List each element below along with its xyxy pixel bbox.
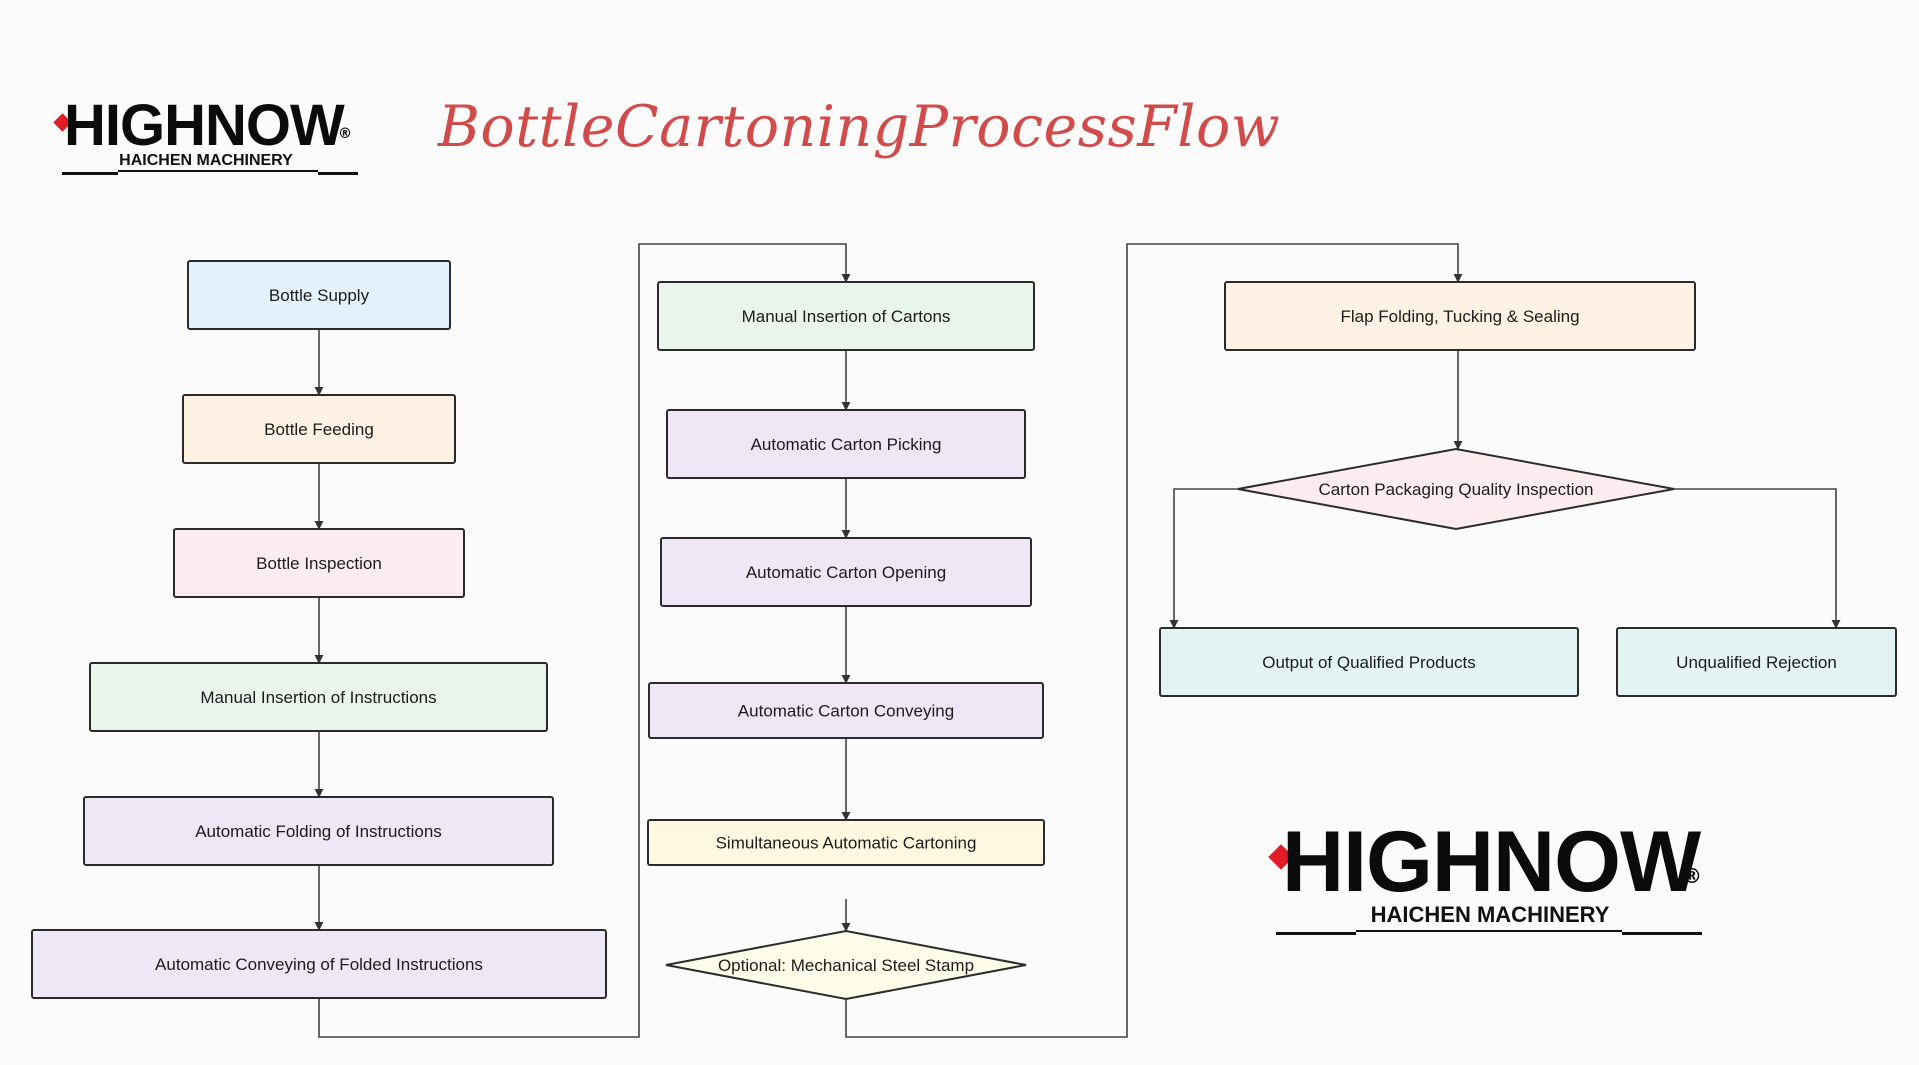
node-output-qualified: Output of Qualified Products [1159,627,1579,697]
connector-arrow-quality-inspection-to-unqualified-rejection [1674,488,1841,629]
registered-mark: ® [338,126,352,142]
node-flap-folding: Flap Folding, Tucking & Sealing [1224,281,1696,351]
logo-subtitle: HAICHEN MACHINERY [1370,902,1610,927]
process-box [173,528,465,598]
node-label: Simultaneous Automatic Cartoning [716,834,977,853]
process-box [666,409,1026,479]
node-label: Automatic Folding of Instructions [195,822,442,841]
node-quality-inspection: Carton Packaging Quality Inspection [1237,447,1675,531]
process-box [647,819,1045,866]
connector-arrow-optional-steel-stamp-to-flap-folding [845,243,1463,1038]
node-label: Optional: Mechanical Steel Stamp [718,956,974,975]
node-label: Manual Insertion of Cartons [742,307,951,326]
registered-mark: ® [1682,864,1702,888]
process-box [1159,627,1579,697]
node-manual-insertion-instructions: Manual Insertion of Instructions [89,662,548,732]
logo-subtitle: HAICHEN MACHINERY [119,152,293,169]
node-label: Output of Qualified Products [1262,653,1476,672]
decision-diamond [1237,447,1675,531]
logo-rule [118,170,318,172]
logo-rule [1622,932,1702,935]
process-box [182,394,456,464]
connector-arrow-quality-inspection-to-output-qualified [1169,488,1238,629]
process-box [1616,627,1897,697]
node-optional-steel-stamp: Optional: Mechanical Steel Stamp [665,929,1027,1001]
logo-rule [318,172,358,175]
node-manual-insertion-cartons: Manual Insertion of Cartons [657,281,1035,351]
connector-arrow-automatic-conveying-folded-to-manual-insertion-cartons [318,243,851,1038]
node-label: Unqualified Rejection [1676,653,1837,672]
node-label: Manual Insertion of Instructions [200,688,436,707]
node-label: Flap Folding, Tucking & Sealing [1340,307,1579,326]
node-label: Automatic Carton Picking [751,435,942,454]
process-box [660,537,1032,607]
logo-rule [1356,930,1622,932]
node-label: Automatic Carton Opening [746,563,946,582]
node-label: Bottle Supply [269,286,370,305]
node-unqualified-rejection: Unqualified Rejection [1616,627,1897,697]
node-label: Carton Packaging Quality Inspection [1319,480,1594,499]
process-box [83,796,554,866]
process-box [89,662,548,732]
process-box [657,281,1035,351]
node-bottle-feeding: Bottle Feeding [182,394,456,464]
highnow-logo-top: HIGHNOW ® HAICHEN MACHINERY [53,96,358,182]
process-box [31,929,607,999]
node-bottle-inspection: Bottle Inspection [173,528,465,598]
logo-rule [1276,932,1356,935]
node-label: Bottle Feeding [264,420,374,439]
process-box [1224,281,1696,351]
node-automatic-carton-opening: Automatic Carton Opening [660,537,1032,607]
node-bottle-supply: Bottle Supply [187,260,451,330]
decision-diamond [665,929,1027,1001]
process-box [648,682,1044,739]
node-automatic-conveying-folded: Automatic Conveying of Folded Instructio… [31,929,607,999]
node-automatic-carton-conveying: Automatic Carton Conveying [648,682,1044,739]
highnow-logo-bottom: HIGHNOW ® HAICHEN MACHINERY [1268,818,1710,940]
logo-rule [62,172,118,175]
logo-wordmark: HIGHNOW [64,93,345,158]
logo-wordmark: HIGHNOW [1282,814,1701,910]
page-title: BottleCartoningProcessFlow [438,94,1281,160]
node-label: Automatic Conveying of Folded Instructio… [155,955,483,974]
node-label: Bottle Inspection [256,554,382,573]
process-box [187,260,451,330]
node-simultaneous-automatic-cartoning: Simultaneous Automatic Cartoning [647,819,1045,866]
node-automatic-folding-instructions: Automatic Folding of Instructions [83,796,554,866]
node-automatic-carton-picking: Automatic Carton Picking [666,409,1026,479]
node-label: Automatic Carton Conveying [738,702,954,721]
